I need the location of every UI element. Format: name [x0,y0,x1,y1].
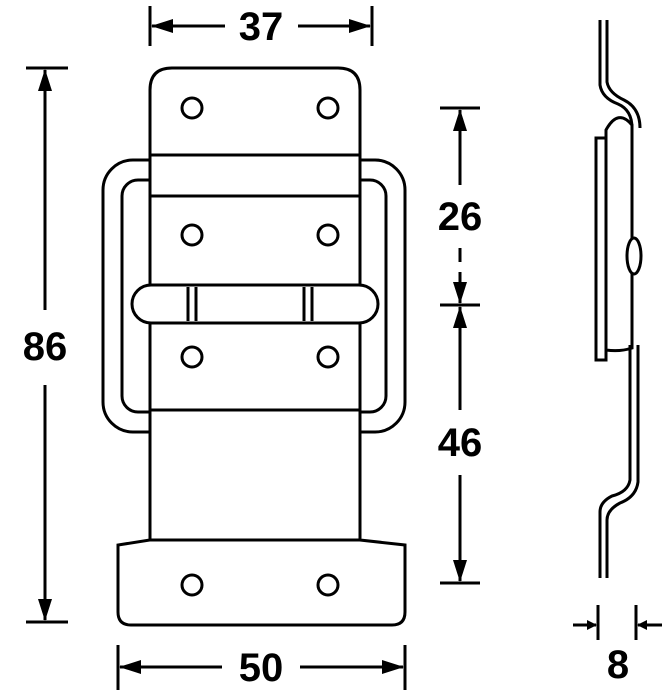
dimension-bottom-width: 50 [116,645,407,690]
mounting-holes [180,96,340,597]
dimension-depth: 8 [573,605,662,687]
dimension-label: 8 [607,643,629,687]
front-view [101,66,407,627]
latch-bar [130,283,380,325]
dimension-label: 46 [438,421,483,465]
dimension-top-width: 37 [148,5,374,49]
dimension-label: 50 [239,646,284,690]
dimension-lower-height: 46 [438,306,483,585]
dimension-upper-height: 26 [438,106,483,307]
dimension-total-height: 86 [23,66,68,624]
dimension-label: 37 [239,5,284,49]
side-view [594,20,643,578]
dimension-label: 86 [23,325,68,369]
dimension-label: 26 [438,195,483,239]
lower-plate [116,408,407,627]
